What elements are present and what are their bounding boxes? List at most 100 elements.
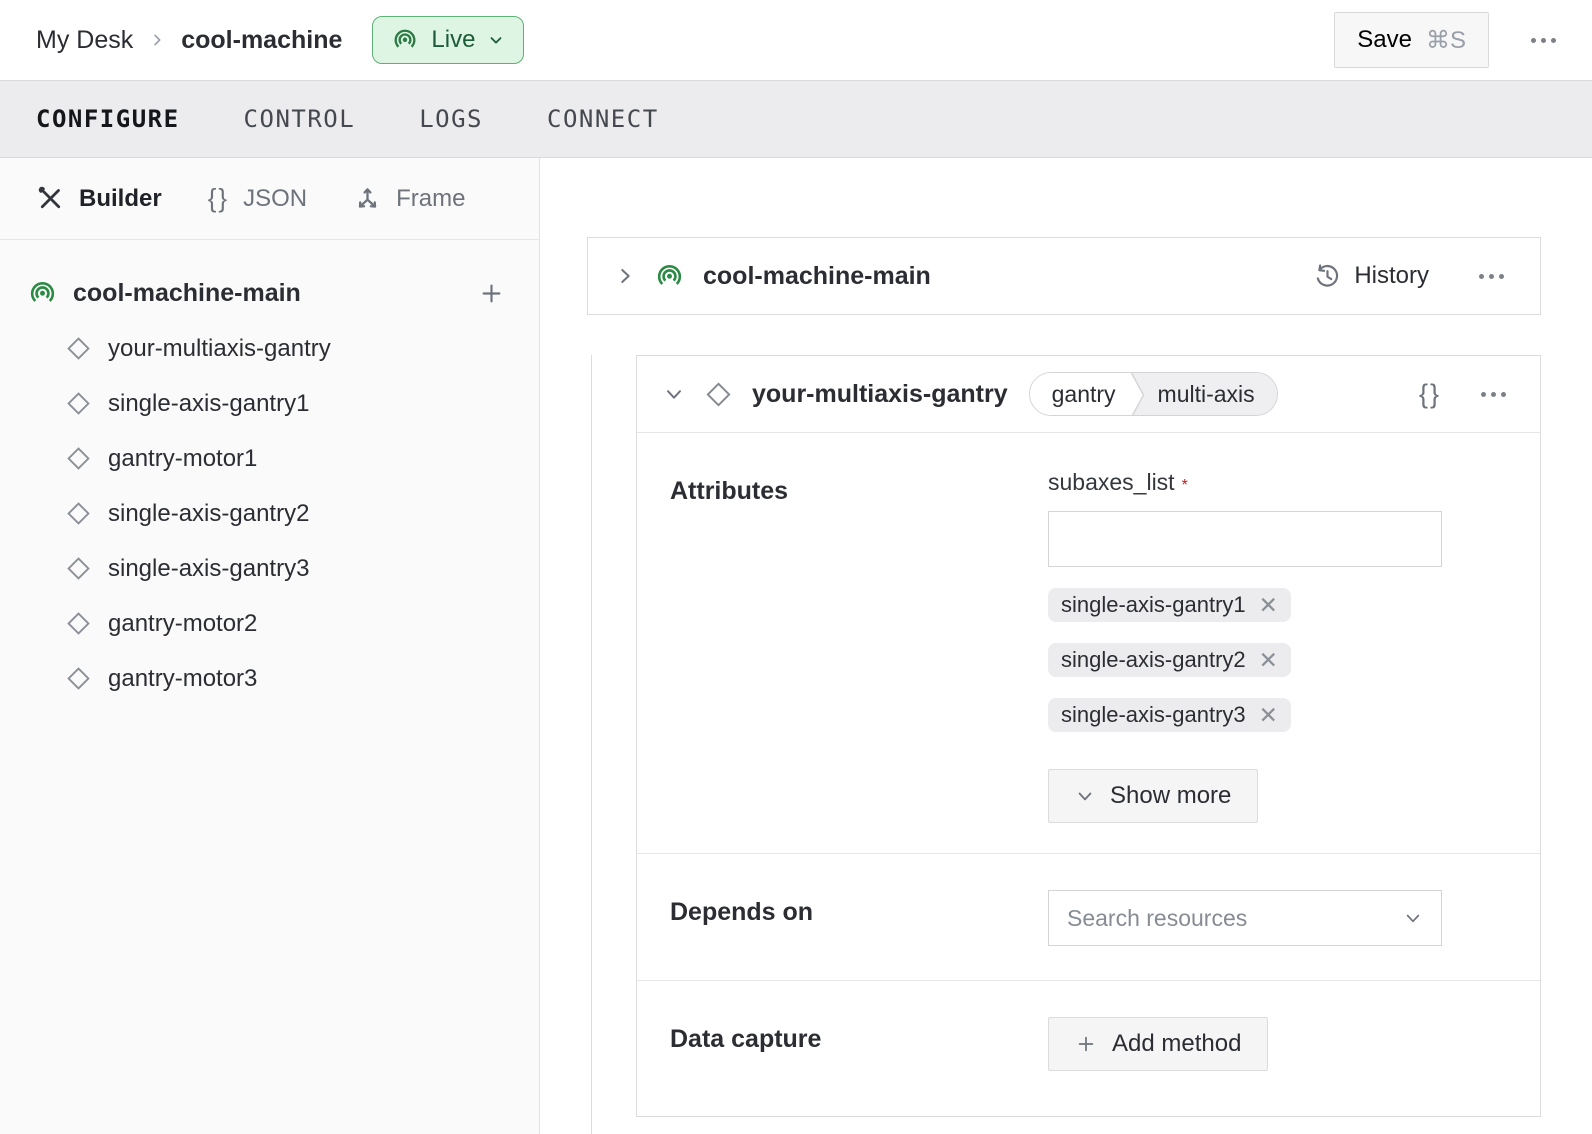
save-label: Save [1357,26,1412,53]
chevron-down-icon [1075,786,1095,806]
sidebar-view-switcher: Builder {} JSON Frame [0,158,539,240]
required-asterisk: * [1181,477,1188,494]
frame-axes-icon [353,184,382,213]
view-builder-label: Builder [79,184,162,212]
braces-icon: {} [207,183,230,213]
subaxes-chip-list: single-axis-gantry1 ✕ single-axis-gantry… [1048,588,1512,732]
breadcrumb-current: cool-machine [181,25,343,54]
machine-part-card: cool-machine-main History [587,237,1541,315]
subaxes-list-label: subaxes_list [1048,469,1175,495]
component-diamond-icon [65,500,92,527]
component-diamond-icon [65,335,92,362]
breadcrumb-parent[interactable]: My Desk [36,25,134,54]
component-diamond-icon [65,610,92,637]
add-resource-icon[interactable] [478,280,505,307]
component-type-badge: gantry multi-axis [1028,372,1278,416]
depends-on-heading: Depends on [670,898,814,926]
resource-tree: cool-machine-main your-multiaxis-gantry … [0,240,539,706]
chip-label: single-axis-gantry2 [1061,647,1246,672]
tree-item-single-axis-gantry1[interactable]: single-axis-gantry1 [27,376,539,431]
component-diamond-icon [65,665,92,692]
history-button[interactable]: History [1313,262,1429,291]
tree-item-single-axis-gantry2[interactable]: single-axis-gantry2 [27,486,539,541]
attributes-section: Attributes subaxes_list * single-axis-gan… [637,433,1540,853]
component-diamond-icon [65,445,92,472]
chip-single-axis-gantry3: single-axis-gantry3 ✕ [1048,698,1291,732]
chip-label: single-axis-gantry1 [1061,592,1246,617]
tree-item-label: your-multiaxis-gantry [108,334,331,362]
tree-item-gantry-motor3[interactable]: gantry-motor3 [27,651,539,706]
edit-json-icon[interactable]: {} [1418,378,1441,409]
chip-single-axis-gantry2: single-axis-gantry2 ✕ [1048,643,1291,677]
expand-chevron-right-icon[interactable] [614,265,636,287]
view-builder[interactable]: Builder [36,184,162,213]
view-frame[interactable]: Frame [353,184,465,213]
chip-single-axis-gantry1: single-axis-gantry1 ✕ [1048,588,1291,622]
view-json[interactable]: {} JSON [208,183,307,214]
tree-item-label: gantry-motor2 [108,609,258,637]
tab-control[interactable]: CONTROL [243,105,356,133]
tab-logs[interactable]: LOGS [419,105,483,133]
component-diamond-icon [65,555,92,582]
data-capture-heading: Data capture [670,1025,822,1053]
history-icon [1313,262,1342,291]
tree-root-machine-part[interactable]: cool-machine-main [27,266,539,321]
view-json-label: JSON [243,184,308,212]
tree-item-label: single-axis-gantry2 [108,499,310,527]
machine-part-title: cool-machine-main [703,261,931,290]
show-more-button[interactable]: Show more [1048,769,1259,823]
save-shortcut: ⌘S [1425,26,1466,54]
tree-item-label: gantry-motor1 [108,444,258,472]
chevron-down-icon [487,31,505,49]
app-header: My Desk cool-machine Live Save ⌘S [0,0,1592,80]
broadcast-icon [654,261,685,292]
main-tabbar: CONFIGURE CONTROL LOGS CONNECT [0,80,1592,158]
tree-root-label: cool-machine-main [73,279,301,307]
component-card: your-multiaxis-gantry gantry multi-axis … [636,355,1541,1117]
chip-remove-icon[interactable]: ✕ [1258,701,1278,728]
component-diamond-icon [704,380,733,409]
attributes-heading: Attributes [670,477,789,505]
live-label: Live [431,26,476,53]
tree-item-your-multiaxis-gantry[interactable]: your-multiaxis-gantry [27,321,539,376]
tree-item-gantry-motor1[interactable]: gantry-motor1 [27,431,539,486]
header-overflow-menu-icon[interactable] [1525,32,1562,49]
broadcast-icon [27,278,58,309]
component-card-menu-icon[interactable] [1475,386,1512,403]
view-frame-label: Frame [396,184,466,212]
chip-remove-icon[interactable]: ✕ [1258,591,1278,618]
breadcrumb: My Desk cool-machine [36,26,342,55]
depends-on-section: Depends on Search resources [637,853,1540,980]
badge-type: gantry [1029,373,1130,415]
depends-on-placeholder: Search resources [1067,904,1248,931]
plus-icon [1075,1033,1097,1055]
tools-icon [36,184,65,213]
config-sidebar: Builder {} JSON Frame [0,158,540,1134]
subaxes-list-input[interactable] [1048,511,1442,567]
tab-configure[interactable]: CONFIGURE [36,105,180,133]
tree-item-label: single-axis-gantry3 [108,554,310,582]
tree-item-label: single-axis-gantry1 [108,389,310,417]
add-method-button[interactable]: Add method [1048,1017,1269,1071]
tree-item-gantry-motor2[interactable]: gantry-motor2 [27,596,539,651]
collapse-chevron-down-icon[interactable] [663,383,685,405]
save-button[interactable]: Save ⌘S [1334,12,1489,68]
machine-card-menu-icon[interactable] [1473,268,1510,285]
badge-divider-icon [1129,373,1146,415]
component-title: your-multiaxis-gantry [752,379,1008,408]
show-more-label: Show more [1110,782,1232,809]
component-card-header: your-multiaxis-gantry gantry multi-axis … [637,356,1540,433]
component-diamond-icon [65,390,92,417]
chip-label: single-axis-gantry3 [1061,702,1246,727]
depends-on-dropdown[interactable]: Search resources [1048,890,1442,946]
badge-model: multi-axis [1145,373,1277,415]
data-capture-section: Data capture Add method [637,980,1540,1123]
tab-connect[interactable]: CONNECT [547,105,659,133]
chevron-down-icon [1403,908,1423,928]
config-main-panel: cool-machine-main History [540,158,1592,1134]
live-status-button[interactable]: Live [372,16,525,64]
chip-remove-icon[interactable]: ✕ [1258,646,1278,673]
broadcast-icon [391,26,419,54]
tree-item-label: gantry-motor3 [108,664,258,692]
tree-item-single-axis-gantry3[interactable]: single-axis-gantry3 [27,541,539,596]
